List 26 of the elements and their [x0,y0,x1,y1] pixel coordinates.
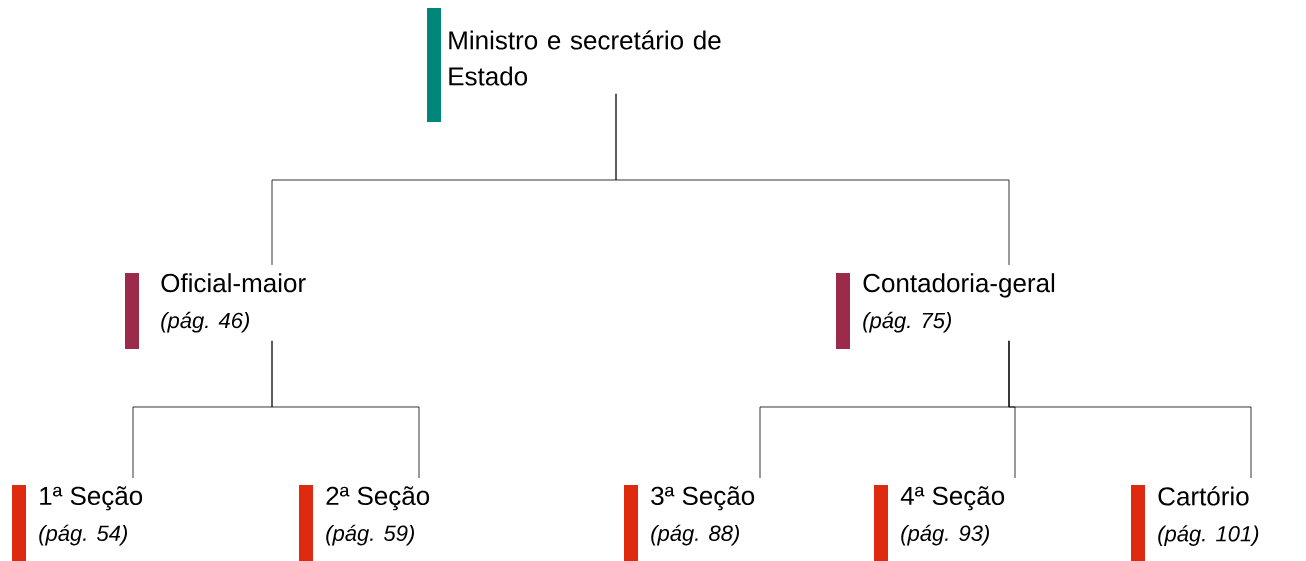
node-label: (pág. 75) [863,311,951,333]
node-label: 1ª Seção [40,486,143,511]
node-label: (pág. 59) [326,524,414,546]
node-label: (pág. 93) [901,524,989,546]
connector-line [615,93,1010,266]
node-label: 2ª Seção [326,486,430,511]
org-box: 1ª Seção (pág. 54) [12,485,143,561]
org-box: 4ª Seção (pág. 93) [874,485,1005,561]
org-box: Cartório (pág. 101) [1131,485,1259,561]
node-label: Ministro e secretário de Estado [449,30,721,86]
node-label: Contadoria-geral [863,273,1055,298]
node-label: (pág. 88) [651,524,739,546]
node-label: 4ª Seção [900,486,1005,511]
org-box: Contadoria-geral (pág. 75) [836,273,1055,349]
connector-line [271,340,420,479]
org-box: Oficial-maior (pág. 46) [125,273,306,349]
org-box: 3ª Seção (pág. 88) [624,485,755,561]
node-label: 3ª Seção [651,486,755,511]
node-label: (pág. 101) [1158,525,1259,546]
node-label: (pág. 54) [39,524,127,546]
connector-line [1008,340,1252,479]
org-box: 2ª Seção (pág. 59) [299,485,430,561]
node-label: (pág. 46) [161,311,249,333]
org-box: Ministro e secretário de Estado [427,8,721,122]
node-label: Cartório [1158,486,1249,506]
node-label: Oficial-maior [161,273,306,293]
